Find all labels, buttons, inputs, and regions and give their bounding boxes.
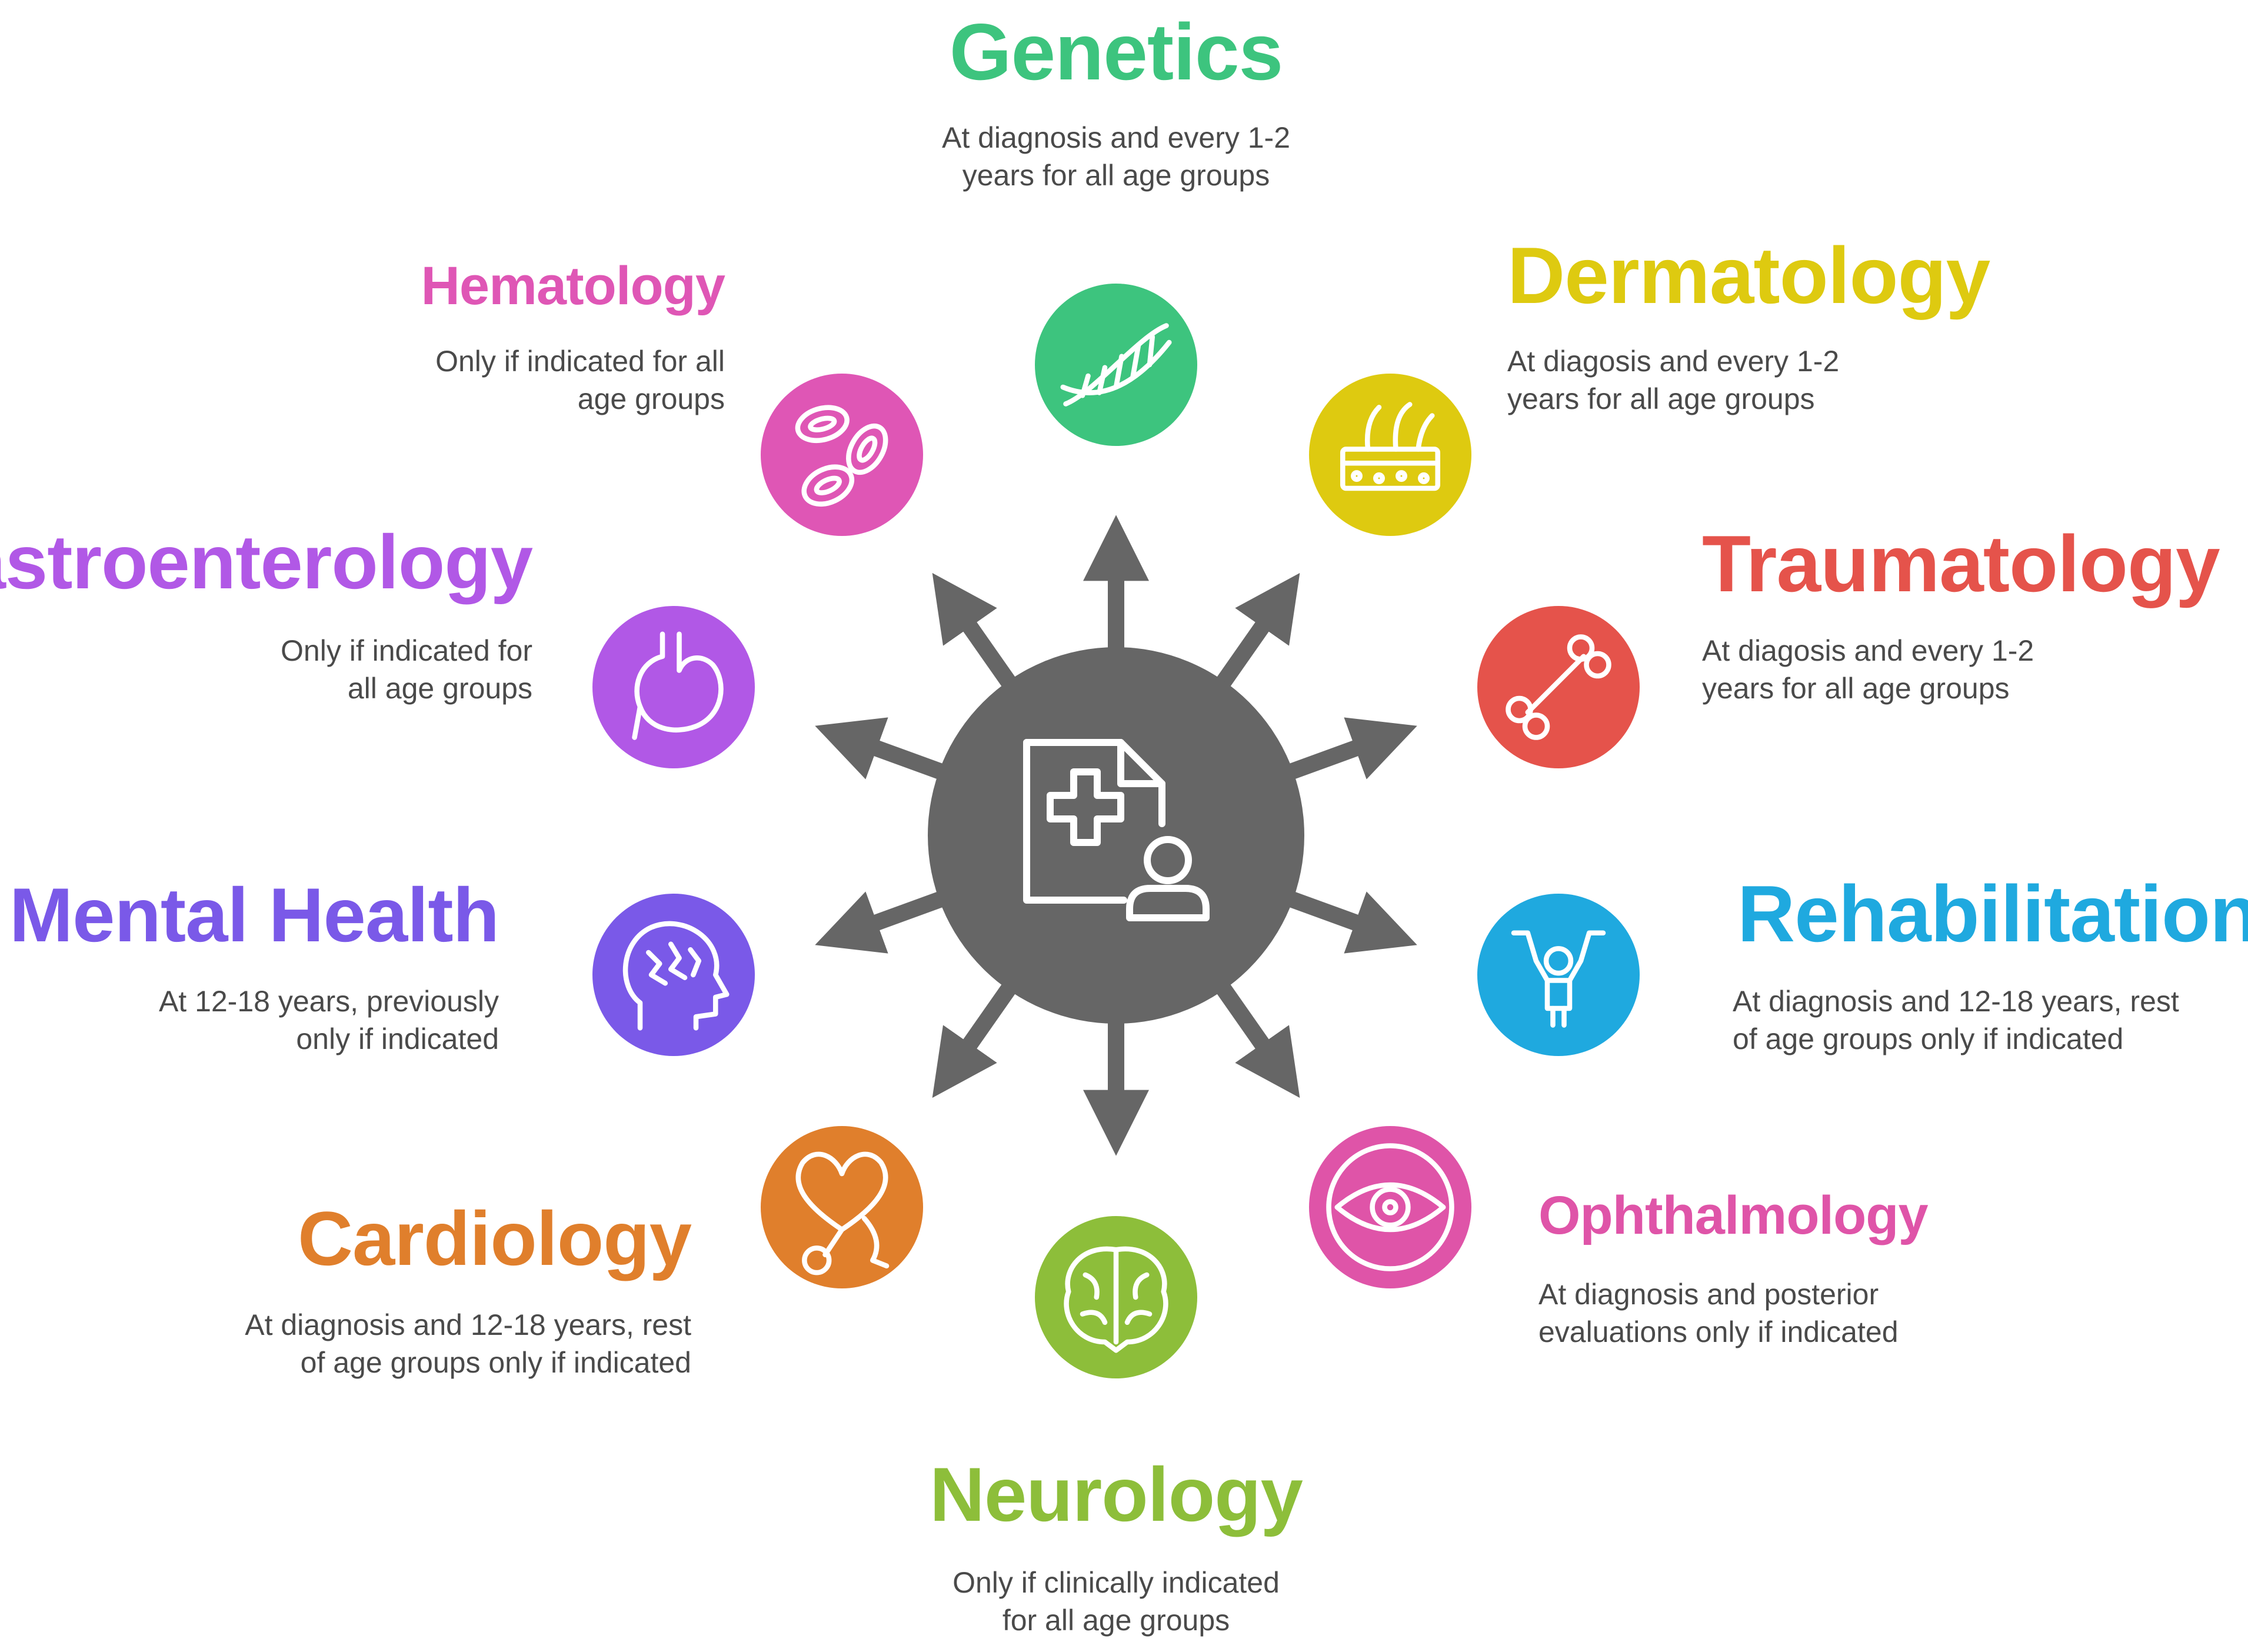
hematology-circle — [761, 374, 923, 536]
icon-circles-group — [592, 284, 1640, 1378]
mental-health-circle-bg — [592, 894, 755, 1056]
hematology-description: Only if indicated for all age groups — [435, 345, 725, 415]
genetics-circle — [1035, 284, 1197, 446]
neurology-circle — [1035, 1216, 1197, 1378]
mental-health-circle — [592, 894, 755, 1056]
mental-health-description: At 12-18 years, previously only if indic… — [158, 985, 499, 1055]
neurology-description: Only if clinically indicated for all age… — [953, 1566, 1280, 1637]
cardiology-title: Cardiology — [298, 1195, 692, 1281]
cardiology-circle-bg — [761, 1126, 923, 1288]
gastroenterology-circle — [592, 606, 755, 768]
genetics-title: Genetics — [949, 7, 1283, 96]
gastroenterology-circle-bg — [592, 606, 755, 768]
cardiology-description: At diagnosis and 12-18 years, rest of ag… — [245, 1308, 691, 1379]
hub-circle — [928, 647, 1304, 1024]
dna-icon — [1060, 323, 1172, 407]
medical-record-patient-icon — [1023, 739, 1210, 921]
skin-layers-icon — [1340, 402, 1441, 491]
dermatology-circle-bg — [1309, 374, 1471, 536]
traumatology-description: At diagosis and every 1-2 years for all … — [1702, 634, 2034, 705]
cardiology-circle — [761, 1126, 923, 1288]
ophthalmology-circle-bg — [1309, 1126, 1471, 1288]
gastroenterology-description: Only if indicated for all age groups — [281, 634, 532, 705]
eye-icon — [1326, 1143, 1454, 1271]
dermatology-circle — [1309, 374, 1471, 536]
blood-cells-icon — [795, 405, 888, 507]
head-stress-icon — [622, 921, 730, 1031]
traumatology-circle — [1477, 606, 1640, 768]
heart-stethoscope-icon — [795, 1151, 890, 1275]
mental-health-title: Mental Health — [9, 872, 499, 958]
dermatology-description: At diagosis and every 1-2 years for all … — [1507, 345, 1840, 415]
genetics-description: At diagnosis and every 1-2 years for all… — [941, 121, 1291, 192]
ophthalmology-description: At diagnosis and posterior evaluations o… — [1538, 1278, 1899, 1348]
rehabilitation-circle — [1477, 894, 1640, 1056]
neurology-title: Neurology — [930, 1451, 1303, 1537]
hub-background — [928, 647, 1304, 1024]
dermatology-title: Dermatology — [1507, 231, 1990, 320]
exercise-icon — [1511, 930, 1606, 1028]
rehabilitation-title: Rehabilitation — [1737, 869, 2248, 958]
ophthalmology-circle — [1309, 1126, 1471, 1288]
hematology-title: Hematology — [421, 256, 725, 316]
bone-icon — [1506, 634, 1611, 740]
rehabilitation-description: At diagnosis and 12-18 years, rest of ag… — [1733, 985, 2179, 1055]
ophthalmology-title: Ophthalmology — [1538, 1185, 1929, 1245]
gastroenterology-title: Gastroenterology — [0, 519, 533, 605]
brain-icon — [1064, 1246, 1168, 1353]
hematology-circle-bg — [761, 374, 923, 536]
traumatology-circle-bg — [1477, 606, 1640, 768]
stomach-icon — [632, 631, 724, 740]
traumatology-title: Traumatology — [1702, 519, 2220, 608]
